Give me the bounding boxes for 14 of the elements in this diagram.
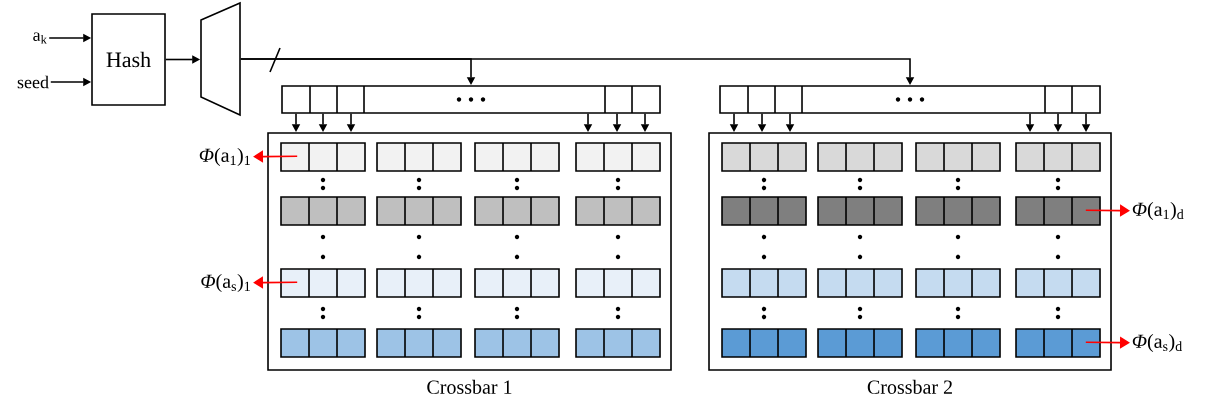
output-label: Φ(a$_{1}$)$_{1}$	[199, 147, 250, 167]
input-label: a$_{k}$	[33, 32, 47, 44]
output-label: Φ(a$_{s}$)$_{1}$	[201, 273, 250, 293]
arrow	[1085, 204, 1130, 217]
arrow	[1085, 336, 1130, 349]
crossbar-label: Crossbar 1	[427, 379, 512, 394]
register-bar	[719, 85, 1101, 114]
crossbar-label: Crossbar 2	[867, 379, 952, 394]
output-label: Φ(a$_{s}$)$_{d}$	[1132, 333, 1182, 353]
multiplexer-trapezoid	[200, 1, 241, 117]
input-label: seed	[17, 75, 49, 89]
output-label: Φ(a$_{1}$)$_{d}$	[1132, 201, 1184, 221]
hash-box: Hash	[91, 13, 166, 106]
register-bar	[281, 85, 661, 114]
